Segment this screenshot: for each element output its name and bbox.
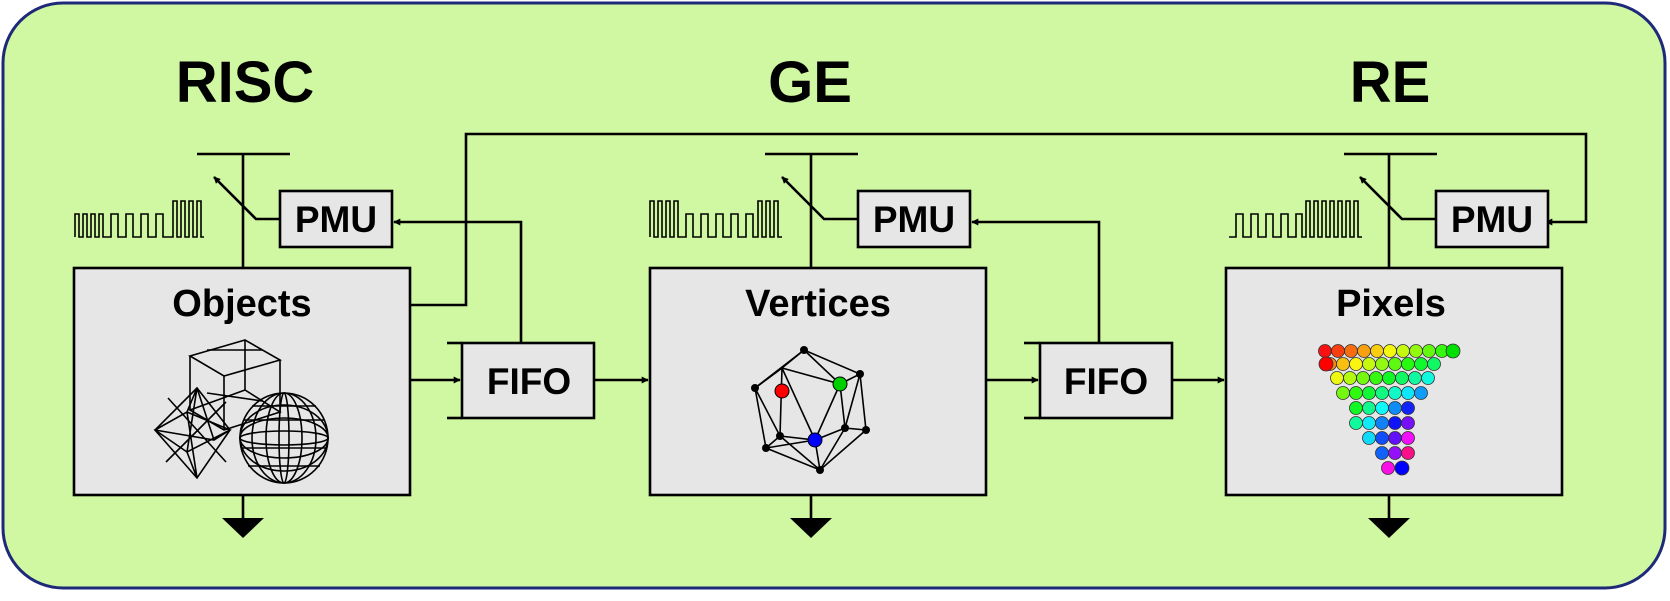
pixel-dot [1375,416,1389,430]
pixel-dot [1388,401,1402,415]
pixel-dot [1421,371,1435,385]
pixel-vertex-dot [1445,343,1461,359]
pixel-dot [1408,371,1422,385]
pixel-dot [1344,344,1358,358]
pixel-dot [1427,357,1441,371]
stage-re: PMU Pixels [1224,152,1564,538]
pixel-triangle-icon [1318,343,1461,476]
pixel-dot [1396,344,1410,358]
clock-waveform-icon [1229,200,1362,238]
pmu-label: PMU [295,199,377,240]
pixel-dot [1388,416,1402,430]
ground-icon [790,518,832,538]
pixel-dot [1388,446,1402,460]
pixel-dot [1349,416,1363,430]
pixel-dot [1362,386,1376,400]
pixel-dot [1375,357,1389,371]
stage-title-re: RE [1350,50,1431,115]
pixel-dot [1330,371,1344,385]
fifo-2: FIFO [1024,341,1174,420]
pmu-box [1434,189,1550,249]
pixel-dot [1401,446,1415,460]
fifo-box [1038,341,1174,420]
pixel-dot [1414,386,1428,400]
fifo-label: FIFO [487,361,571,402]
pixel-dot [1349,386,1363,400]
pixel-dot [1422,344,1436,358]
pixel-dot [1357,344,1371,358]
ground-icon [1368,518,1410,538]
stage-title-ge: GE [768,50,852,115]
fifo-label: FIFO [1064,361,1148,402]
pixel-dot [1409,344,1423,358]
pmu-box [856,189,972,249]
pixel-dot [1349,401,1363,415]
pixel-dot [1370,344,1384,358]
pixel-dot [1375,431,1389,445]
stage-risc: PMU Objects [72,152,412,538]
pmu-control-arrow-icon [1359,176,1436,221]
pixel-dot [1383,344,1397,358]
pixel-dot [1382,371,1396,385]
stage-ge: PMU Vertices [648,152,988,538]
pixel-dot [1362,416,1376,430]
pixel-dot [1375,386,1389,400]
pixel-dot [1356,371,1370,385]
pixel-dot [1401,386,1415,400]
pixel-dot [1401,357,1415,371]
pmu-label: PMU [1451,199,1533,240]
vertex-dots [751,346,870,474]
pixel-dot [1336,386,1350,400]
pixel-vertex-dot [1394,460,1410,476]
pixels-label: Pixels [1336,283,1446,325]
pmu-label: PMU [873,199,955,240]
pixel-dot [1375,446,1389,460]
clock-waveform-icon [74,200,204,238]
pixel-dot [1414,357,1428,371]
pixel-dot [1401,401,1415,415]
objects-box [72,266,412,497]
vertices-label: Vertices [745,283,891,325]
pixel-dot [1375,401,1389,415]
objects-label: Objects [172,283,311,325]
pixel-vertex-dot [1318,356,1334,372]
pmu-control-arrow-icon [781,176,858,221]
fifo-feedback-arrow-risc [393,218,523,343]
fifo-feedback-arrow-ge [971,218,1101,343]
pmu-control-arrow-icon [213,176,280,221]
pixel-dot [1401,416,1415,430]
pixel-dot [1395,371,1409,385]
pixel-dot [1343,371,1357,385]
ground-icon [222,518,264,538]
pixel-dot [1381,461,1395,475]
pixel-dot [1388,386,1402,400]
objects-feedback-arrow-re [410,132,1588,307]
wireframe-objects-icon [153,339,329,484]
pixel-dot [1388,431,1402,445]
pixel-dot [1362,357,1376,371]
pmu-box [278,189,394,249]
pixel-dot [1362,431,1376,445]
pixel-dot [1336,357,1350,371]
pixel-dot [1318,344,1332,358]
pixel-dot [1331,344,1345,358]
clock-waveform-icon [649,200,782,238]
pixel-dot [1388,357,1402,371]
pixel-dot [1362,401,1376,415]
stage-title-risc: RISC [176,50,315,115]
pixel-dot [1349,357,1363,371]
fifo-1: FIFO [447,341,596,420]
pixel-dot [1401,431,1415,445]
pixel-dot [1369,371,1383,385]
